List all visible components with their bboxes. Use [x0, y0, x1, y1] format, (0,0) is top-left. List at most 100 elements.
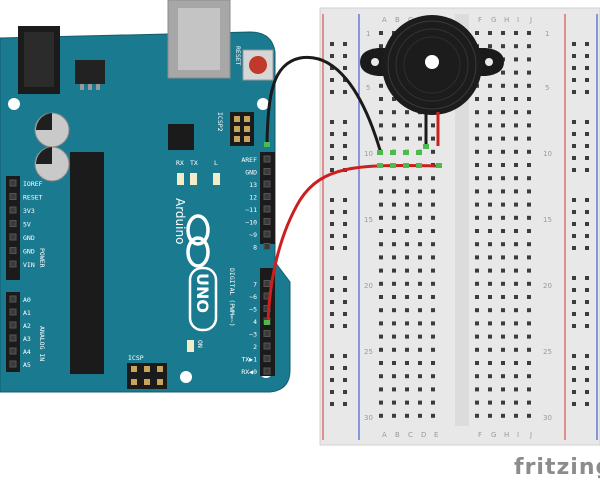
breadboard-hole — [392, 281, 396, 286]
breadboard-hole — [501, 202, 505, 207]
breadboard-hole — [501, 215, 505, 220]
breadboard-hole — [392, 374, 396, 379]
rail-hole — [585, 198, 589, 202]
digital-pin-socket[interactable] — [263, 193, 271, 200]
breadboard-hole — [488, 83, 492, 88]
digital-pin-socket[interactable] — [263, 155, 271, 163]
rail-hole — [343, 234, 347, 238]
rail-hole — [343, 42, 347, 46]
rail-hole — [330, 198, 334, 202]
rail-hole — [572, 210, 576, 214]
breadboard-hole — [514, 295, 518, 299]
rail-hole — [572, 168, 576, 172]
col-label-a-bottom: A — [382, 431, 387, 439]
col-label-i-bottom: I — [517, 431, 519, 439]
digital-pin-label: TX▶1 — [241, 356, 257, 364]
breadboard-hole — [418, 400, 422, 405]
buzzer-mount-hole-right — [485, 58, 493, 66]
analog-pin-socket[interactable] — [9, 360, 17, 368]
buzzer-ring-1 — [387, 20, 477, 110]
buzzer-mount-hole-left — [371, 58, 379, 66]
analog-pin-socket[interactable] — [9, 308, 17, 316]
breadboard-hole — [514, 215, 518, 220]
breadboard-hole — [431, 202, 435, 207]
uno-text: UNO — [193, 273, 212, 313]
rail-hole — [343, 378, 347, 382]
row-label-20-right: 20 — [543, 282, 552, 290]
breadboard-hole — [514, 136, 518, 141]
row-label-15-left: 15 — [364, 216, 373, 224]
breadboard-hole — [514, 400, 518, 405]
digital-pin-socket[interactable] — [263, 180, 271, 188]
row-label-10-left: 10 — [364, 150, 373, 158]
breadboard-hole — [501, 321, 505, 326]
power-pin-socket[interactable] — [9, 206, 17, 214]
analog-pin-socket[interactable] — [9, 295, 17, 303]
breadboard-hole — [418, 308, 422, 313]
analog-section-label: ANALOG IN — [38, 326, 46, 361]
digital-pin-socket[interactable] — [263, 342, 271, 350]
breadboard-hole — [431, 413, 435, 418]
digital-pin-socket[interactable] — [263, 230, 271, 238]
l-label: L — [214, 159, 218, 167]
rail-hole — [572, 300, 576, 304]
analog-pin-socket[interactable] — [9, 347, 17, 355]
breadboard-hole — [379, 176, 383, 181]
breadboard-hole — [418, 189, 422, 194]
breadboard-hole — [527, 400, 531, 405]
rail-hole — [585, 156, 589, 160]
breadboard-hole — [392, 176, 396, 181]
breadboard-hole — [527, 31, 531, 35]
reset-button-cap[interactable] — [249, 56, 267, 74]
col-label-b-top: B — [395, 16, 400, 24]
breadboard-hole — [527, 215, 531, 220]
analog-pin-socket[interactable] — [9, 334, 17, 342]
power-pin-socket[interactable] — [9, 247, 17, 254]
digital-pin-socket[interactable] — [263, 205, 271, 213]
breadboard-hole — [379, 347, 383, 352]
digital-pin-socket[interactable] — [263, 243, 271, 250]
breadboard-hole — [514, 149, 518, 154]
breadboard-hole — [418, 202, 422, 207]
digital-pin-socket[interactable] — [263, 330, 271, 337]
breadboard-hole — [392, 321, 396, 326]
digital-pin-socket[interactable] — [263, 367, 271, 375]
breadboard-hole — [405, 334, 409, 339]
breadboard-hole — [488, 215, 492, 220]
breadboard-hole — [488, 347, 492, 352]
breadboard-hole — [514, 70, 518, 75]
rail-hole — [343, 288, 347, 292]
center-channel — [455, 14, 469, 426]
analog-pin-label: A1 — [23, 309, 31, 317]
regulator-leg-2 — [88, 84, 92, 90]
power-pin-socket[interactable] — [9, 179, 17, 187]
digital-pin-socket[interactable] — [263, 168, 271, 175]
mounting-hole-4 — [180, 371, 192, 383]
breadboard-hole — [501, 83, 505, 88]
digital-pin-socket[interactable] — [263, 280, 271, 287]
breadboard-hole — [501, 189, 505, 194]
analog-pin-socket[interactable] — [9, 321, 17, 329]
rail-hole — [585, 246, 589, 250]
digital-pin-socket[interactable] — [263, 355, 271, 362]
breadboard-hole — [379, 413, 383, 418]
connected-hole — [390, 163, 396, 168]
col-label-g-top: G — [491, 16, 496, 24]
breadboard-hole — [418, 334, 422, 339]
arduino-logo-loop-2 — [186, 236, 210, 268]
breadboard-hole — [527, 70, 531, 75]
breadboard-hole — [514, 387, 518, 392]
breadboard-hole — [431, 334, 435, 339]
breadboard-hole — [527, 202, 531, 207]
breadboard-hole — [527, 308, 531, 313]
rail-hole — [330, 246, 334, 250]
breadboard-hole — [514, 31, 518, 35]
power-pin-socket[interactable] — [9, 220, 17, 227]
power-pin-socket[interactable] — [9, 260, 17, 268]
breadboard-hole — [501, 281, 505, 286]
digital-pin-socket[interactable] — [263, 218, 271, 225]
power-pin-socket[interactable] — [9, 193, 17, 200]
power-pin-socket[interactable] — [9, 233, 17, 241]
connected-hole — [436, 163, 442, 168]
icsp-pin — [144, 366, 150, 372]
